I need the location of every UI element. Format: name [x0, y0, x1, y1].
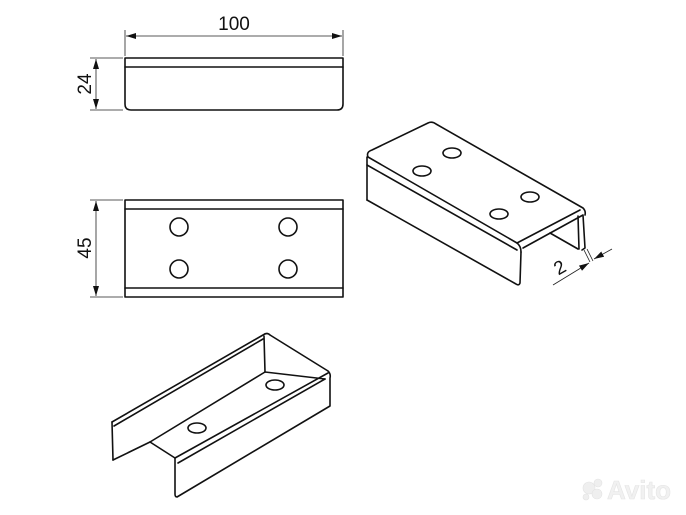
svg-text:Avito: Avito	[607, 475, 671, 505]
hole	[520, 191, 540, 203]
hole	[278, 259, 298, 279]
dimension-height: 24	[75, 73, 96, 95]
hole	[265, 379, 285, 391]
top-view: 100 24	[75, 14, 344, 111]
dimension-length: 100	[218, 14, 250, 35]
isometric-view-bottom	[111, 332, 332, 498]
hole	[412, 165, 432, 177]
hole	[442, 147, 462, 159]
hole	[187, 422, 207, 434]
hole	[278, 217, 298, 237]
front-view: 45	[75, 199, 344, 298]
hole	[169, 259, 189, 279]
hole	[489, 208, 509, 220]
isometric-view-top: 2	[366, 121, 613, 286]
dimension-width: 45	[75, 237, 96, 258]
avito-watermark-logo: Avito	[582, 475, 671, 505]
hole	[169, 217, 189, 237]
